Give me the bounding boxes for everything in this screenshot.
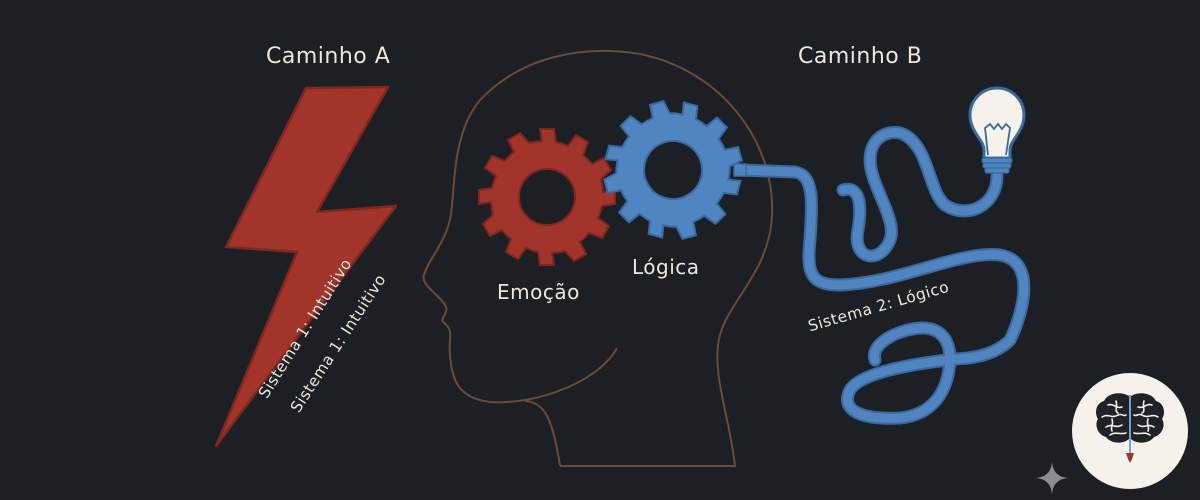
cable-connector (733, 163, 747, 177)
brain-pendulum-icon (1096, 393, 1164, 463)
brain-badge (1072, 373, 1188, 489)
path-a-title: Caminho A (266, 44, 391, 69)
cable (734, 125, 1031, 425)
sparkle-icon (1036, 462, 1068, 494)
gear-icon-logic (603, 100, 743, 240)
gear-icon-emotion (478, 128, 616, 266)
lightning-bolt-icon (214, 85, 398, 448)
path-b-title: Caminho B (798, 44, 923, 69)
gear-label-logic: Lógica (632, 255, 700, 279)
head-outline (422, 49, 774, 467)
gear-label-emotion: Emoção (497, 280, 580, 304)
light-bulb-icon (968, 86, 1026, 174)
